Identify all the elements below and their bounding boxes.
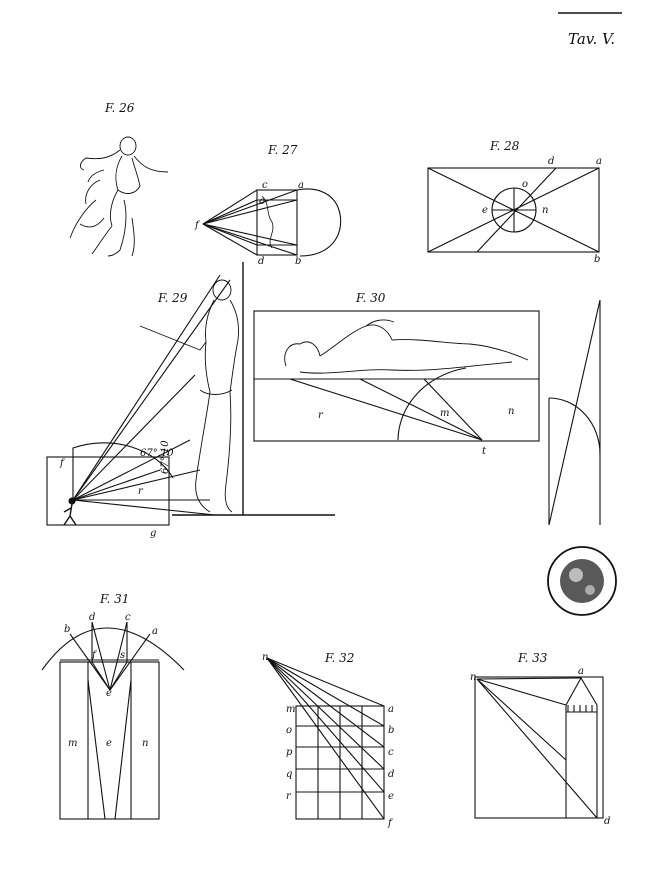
fig31-label-e-mid: e xyxy=(106,738,112,749)
fig32-label-b: b xyxy=(388,725,394,736)
fig31-label-e-top: e xyxy=(106,688,112,699)
fig29-label-f: f xyxy=(59,458,66,469)
fig30-label-r: r xyxy=(318,410,324,421)
fig28-label-o: o xyxy=(522,179,528,190)
fig31-label-f: f xyxy=(91,650,98,661)
fig31-caption: F. 31 xyxy=(99,592,129,606)
figure-31 xyxy=(41,621,185,820)
plate-title: Tav. V. xyxy=(568,30,615,48)
fig27-caption: F. 27 xyxy=(267,143,298,157)
figure-27 xyxy=(202,188,342,257)
fig30-label-t: t xyxy=(482,446,487,457)
fig29-rays xyxy=(72,274,231,516)
fig29-statue xyxy=(139,279,239,513)
fig31-label-d: d xyxy=(89,612,95,623)
figure-32 xyxy=(266,657,385,820)
fig28-label-a: a xyxy=(596,156,602,167)
fig32-label-c: c xyxy=(388,747,394,758)
fig33-square xyxy=(474,676,604,819)
fig27-label-o: o xyxy=(259,196,265,207)
fig32-rays xyxy=(266,657,385,820)
fig28-label-e: e xyxy=(482,205,488,216)
figure-29 xyxy=(46,262,335,526)
fig29-label-r: r xyxy=(138,486,144,497)
fig29-label-g: g xyxy=(150,528,156,539)
side-diagonal xyxy=(548,299,601,526)
fig30-rays xyxy=(289,378,483,441)
fig29-caption: F. 29 xyxy=(157,291,188,305)
fig29-angle-lower: 67°.10 xyxy=(160,440,171,474)
side-arc xyxy=(548,397,601,455)
fig31-rays xyxy=(69,621,151,820)
fig31-label-b: b xyxy=(64,624,70,635)
fig33-label-n: n xyxy=(470,672,476,683)
fig27-face xyxy=(261,195,274,249)
fig32-label-r: r xyxy=(286,791,292,802)
fig26-caption: F. 26 xyxy=(104,101,135,115)
fig33-caption: F. 33 xyxy=(517,651,548,665)
figure-26 xyxy=(69,136,169,257)
fig33-tower xyxy=(565,676,598,819)
fig27-label-c: c xyxy=(262,180,268,191)
fig30-reclining-body xyxy=(284,319,529,374)
fig33-label-a: a xyxy=(578,666,584,677)
fig31-rectangle xyxy=(59,661,160,820)
fig32-label-e: e xyxy=(388,791,394,802)
fig30-caption: F. 30 xyxy=(355,291,386,305)
fig28-label-n: n xyxy=(542,205,548,216)
fig32-label-m: m xyxy=(286,704,295,715)
fig28-rectangle xyxy=(427,167,600,253)
fig32-caption: F. 32 xyxy=(324,651,354,665)
fig30-frame xyxy=(253,310,540,442)
fig31-label-c: c xyxy=(125,612,131,623)
fig31-label-s: s xyxy=(120,650,125,661)
fig27-label-f: f xyxy=(194,220,201,231)
fig32-label-q: q xyxy=(286,769,292,780)
fig33-rays xyxy=(476,677,598,819)
fig29-arc xyxy=(72,442,174,500)
fig31-label-n: n xyxy=(142,738,148,749)
fig32-label-o: o xyxy=(286,725,292,736)
fig31-label-m: m xyxy=(68,738,77,749)
fig29-angle-upper: 67°.10 xyxy=(140,448,174,459)
fig32-label-a: a xyxy=(388,704,394,715)
fig27-rays xyxy=(202,189,298,256)
fig27-label-b: b xyxy=(295,256,301,267)
fig28-label-d: d xyxy=(548,156,554,167)
fig28-label-b: b xyxy=(594,254,600,265)
fig32-label-p: p xyxy=(286,747,293,758)
fig27-square xyxy=(256,189,298,256)
side-figure xyxy=(548,299,601,526)
dancer-drawing xyxy=(69,136,169,257)
library-stamp xyxy=(547,546,617,616)
figure-33 xyxy=(474,676,604,819)
fig31-label-a: a xyxy=(152,626,158,637)
fig32-label-n: n xyxy=(262,652,268,663)
fig27-head-back xyxy=(296,188,342,257)
fig33-label-d: d xyxy=(604,816,610,827)
fig27-label-d: d xyxy=(258,256,264,267)
fig30-arc xyxy=(397,367,467,441)
figure-30 xyxy=(253,310,540,442)
fig29-frame xyxy=(46,456,170,526)
figure-28 xyxy=(427,167,600,253)
fig31-arch xyxy=(41,627,185,671)
fig29-small-figure xyxy=(63,497,77,526)
fig30-label-m: m xyxy=(440,408,449,419)
fig30-label-n: n xyxy=(508,406,514,417)
fig28-caption: F. 28 xyxy=(489,139,520,153)
fig32-label-f: f xyxy=(387,818,394,829)
fig27-label-a: a xyxy=(298,180,304,191)
fig32-label-d: d xyxy=(388,769,394,780)
